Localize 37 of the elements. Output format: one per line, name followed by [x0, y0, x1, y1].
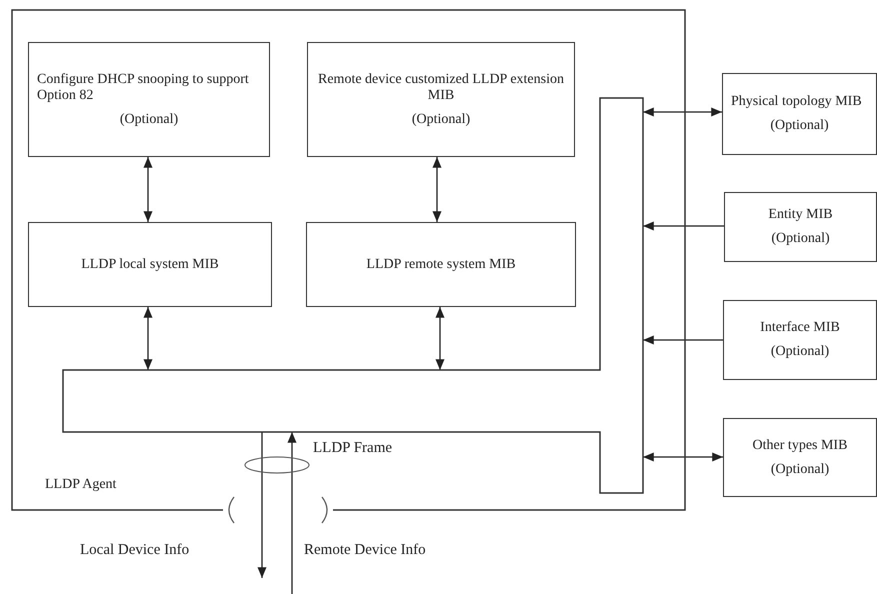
- arrow: [144, 307, 152, 370]
- box-title: Physical topology MIB: [731, 94, 862, 110]
- mib-box: [723, 418, 877, 497]
- arrow: [432, 157, 442, 222]
- mib-box: [306, 222, 576, 307]
- frame-label: LLDP Frame: [313, 440, 392, 457]
- box-note: (Optional): [412, 112, 470, 128]
- box-title: Entity MIB: [768, 207, 833, 223]
- box-note: (Optional): [770, 344, 830, 360]
- box-note: (Optional): [770, 118, 829, 134]
- box-note: (Optional): [120, 112, 178, 128]
- info-label: Local Device Info: [80, 542, 190, 559]
- box-title: Remote device customized LLDP extension MIB: [317, 72, 565, 104]
- info-label: Remote Device Info: [304, 542, 426, 559]
- arrow: [144, 157, 152, 222]
- box-title: Other types MIB: [752, 438, 848, 454]
- arrow: [643, 222, 724, 230]
- arrow: [643, 452, 723, 462]
- arrow: [643, 108, 722, 116]
- mib-box: [723, 300, 877, 380]
- box-title: Interface MIB: [760, 320, 840, 336]
- frame-title: LLDP Agent: [45, 477, 116, 493]
- mib-box: [28, 42, 270, 157]
- box-title: LLDP local system MIB: [81, 256, 219, 272]
- mib-box: [28, 222, 272, 307]
- box-note: (Optional): [771, 231, 830, 247]
- mib-box: [724, 192, 877, 262]
- box-title: LLDP remote system MIB: [366, 256, 516, 272]
- arrow: [643, 336, 723, 344]
- box-note: (Optional): [770, 462, 830, 478]
- arrow: [436, 307, 444, 370]
- box-title: Configure DHCP snooping to support Option 82: [37, 72, 250, 104]
- arrow: [288, 432, 296, 594]
- mib-box: [722, 73, 877, 155]
- mib-box: [307, 42, 575, 157]
- arrow: [258, 432, 266, 578]
- agent-frame: [12, 10, 685, 510]
